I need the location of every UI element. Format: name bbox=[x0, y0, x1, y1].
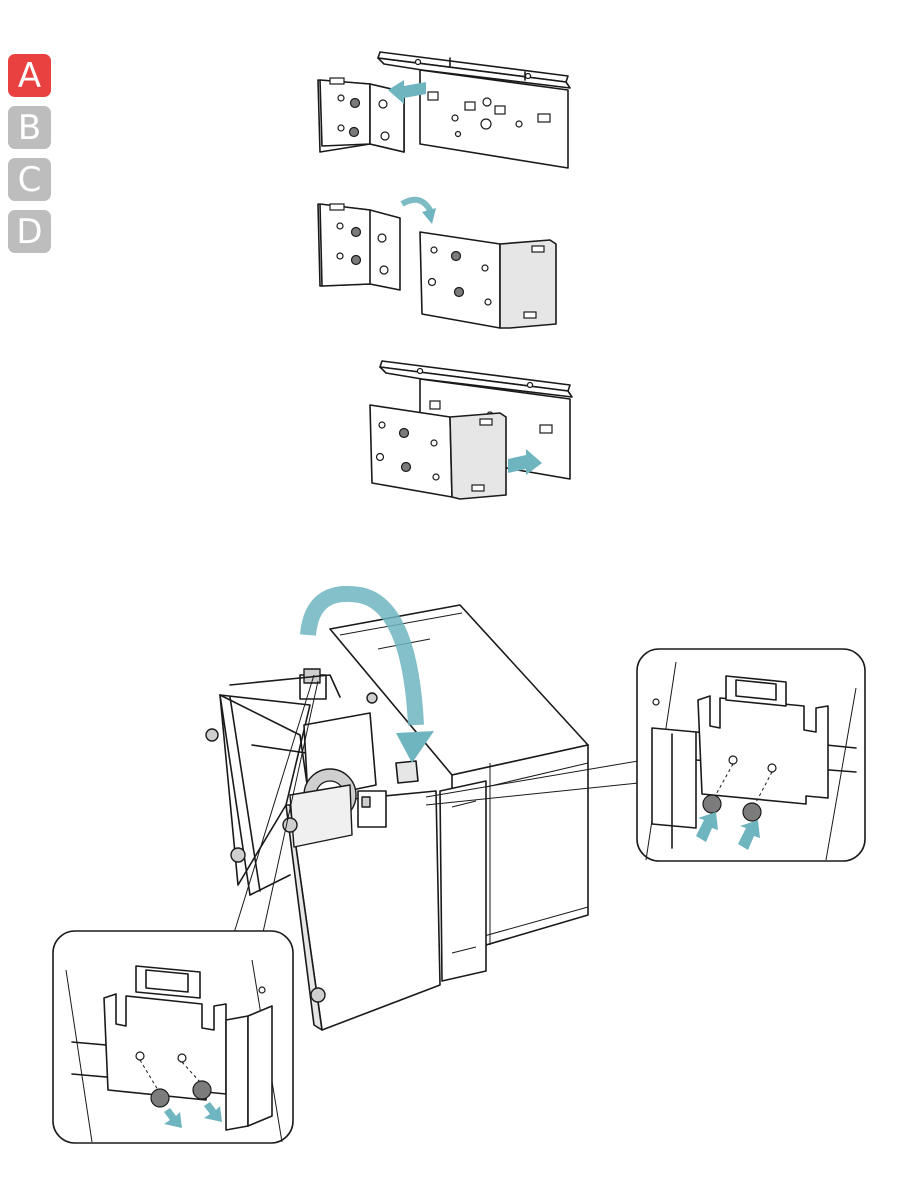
step-tab-c-label: C bbox=[18, 160, 42, 200]
zoom-remove-screws bbox=[52, 930, 294, 1144]
bracket-removal-illustration bbox=[300, 40, 600, 175]
step-tab-c[interactable]: C bbox=[8, 158, 51, 201]
step-tab-d[interactable]: D bbox=[8, 210, 51, 253]
step-tab-a-label: A bbox=[18, 56, 41, 96]
step-tab-a[interactable]: A bbox=[8, 54, 51, 97]
step-tab-b-label: B bbox=[18, 108, 41, 148]
bracket-install-illustration bbox=[360, 355, 590, 505]
rotate-arrow-icon bbox=[402, 200, 436, 224]
step-tab-b[interactable]: B bbox=[8, 106, 51, 149]
zoom-install-screws bbox=[636, 648, 866, 862]
step-tab-d-label: D bbox=[16, 212, 42, 252]
bracket-flip-illustration bbox=[310, 190, 570, 330]
